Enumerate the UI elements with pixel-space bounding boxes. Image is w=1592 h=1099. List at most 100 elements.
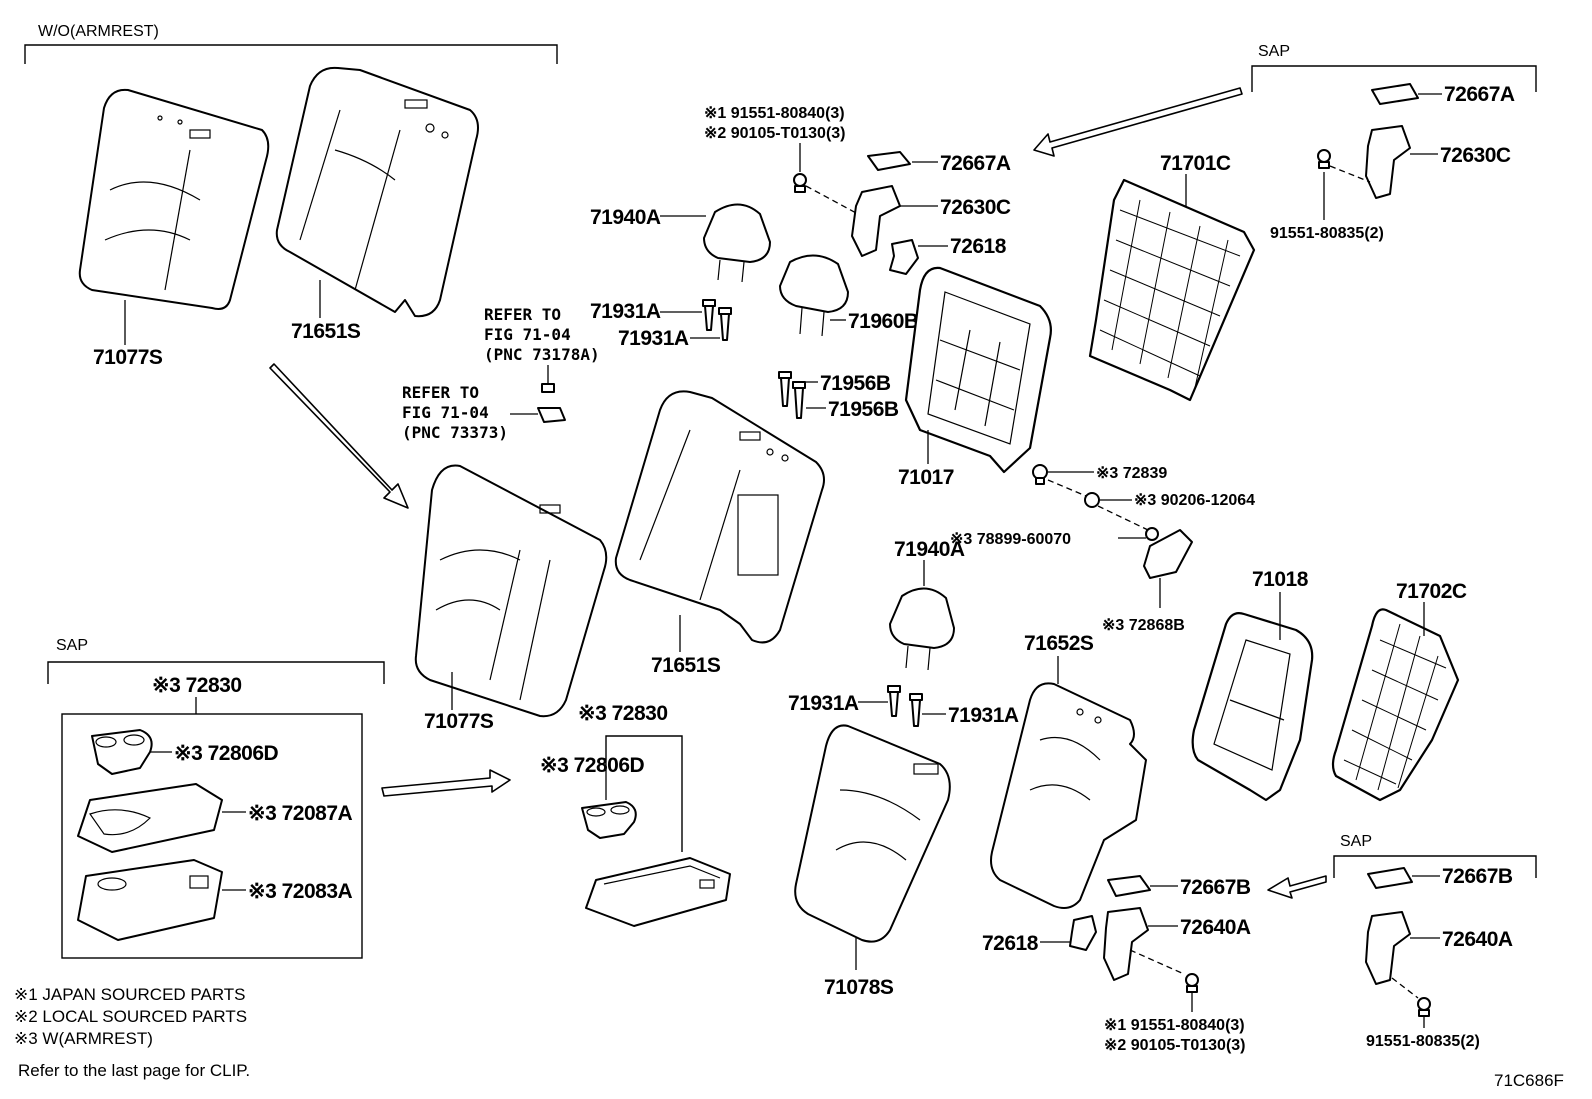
bolt-note-top-1[interactable]: ※1 91551-80840(3) — [704, 105, 845, 122]
label-71651s-a[interactable]: 71651S — [291, 320, 361, 343]
headrest-guide-71931a-3[interactable] — [887, 685, 901, 717]
lock-72630c-a[interactable] — [851, 185, 901, 257]
label-71931a-4[interactable]: 71931A — [948, 704, 1019, 727]
label-72667b-a[interactable]: 72667B — [1180, 876, 1251, 899]
label-72083a[interactable]: ※3 72083A — [248, 880, 353, 903]
ref1-line3[interactable]: (PNC 73178A) — [484, 345, 600, 364]
clip-note[interactable]: Refer to the last page for CLIP. — [18, 1061, 250, 1080]
ref1-line1[interactable]: REFER TO — [484, 305, 561, 324]
headrest-guide-71931a-1[interactable] — [702, 299, 716, 331]
label-72667b-b[interactable]: 72667B — [1442, 865, 1513, 888]
armrest-lid-72087a[interactable] — [77, 783, 223, 853]
cover-72667a-b[interactable] — [1371, 83, 1419, 105]
label-72830-a[interactable]: ※3 72830 — [152, 674, 242, 697]
label-71956b-1[interactable]: 71956B — [820, 372, 891, 395]
dash-bolt-bottom — [1129, 949, 1185, 975]
headrest-71960b[interactable] — [779, 254, 849, 337]
bolt-note-top-2[interactable]: ※2 90105-T0130(3) — [704, 125, 846, 142]
label-71077s-b[interactable]: 71077S — [424, 710, 494, 733]
legend-line2: ※2 LOCAL SOURCED PARTS — [14, 1007, 247, 1026]
bolt-sap-top-icon — [1317, 149, 1331, 169]
nut-90206-icon[interactable] — [1084, 492, 1100, 508]
armrest-assy-72830[interactable] — [585, 857, 731, 927]
label-71701c[interactable]: 71701C — [1160, 152, 1231, 175]
label-72640a-b[interactable]: 72640A — [1442, 928, 1513, 951]
label-72618-b[interactable]: 72618 — [982, 932, 1039, 955]
board-71702c[interactable] — [1331, 608, 1460, 802]
label-72640a-a[interactable]: 72640A — [1180, 916, 1251, 939]
armrest-assy-box — [61, 713, 363, 959]
ref2-line2[interactable]: FIG 71-04 — [402, 403, 489, 422]
ref2-line3[interactable]: (PNC 73373) — [402, 423, 508, 442]
headrest-guide-71956b-1[interactable] — [778, 371, 792, 407]
dash-bolt-sap-top — [1329, 165, 1371, 183]
label-71940a-b[interactable]: 71940A — [894, 538, 965, 561]
label-72630c-a[interactable]: 72630C — [940, 196, 1011, 219]
wo-armrest-bracket — [24, 44, 558, 64]
bolt-78899-icon[interactable] — [1145, 527, 1159, 541]
cover-72667b-b[interactable] — [1367, 867, 1413, 889]
cupholder-72806d-a[interactable] — [91, 729, 153, 775]
lock-72640a-a[interactable] — [1103, 907, 1149, 981]
board-71701c[interactable] — [1088, 178, 1256, 402]
label-72667a-a[interactable]: 72667A — [940, 152, 1011, 175]
label-71931a-1[interactable]: 71931A — [590, 300, 661, 323]
label-72839[interactable]: ※3 72839 — [1096, 465, 1167, 482]
seatback-pad-71651s-b[interactable] — [614, 390, 825, 644]
ref2-line1[interactable]: REFER TO — [402, 383, 479, 402]
label-71652s[interactable]: 71652S — [1024, 632, 1094, 655]
arrow-to-armrest — [381, 769, 511, 797]
bolt-note-sap-bottom[interactable]: 91551-80835(2) — [1366, 1033, 1480, 1050]
seatback-cover-71078s[interactable] — [794, 724, 951, 943]
label-71077s-a[interactable]: 71077S — [93, 346, 163, 369]
seatback-cover-71077s-b[interactable] — [414, 464, 608, 718]
seatback-pad-71651s-a[interactable] — [275, 66, 479, 318]
label-72667a-b[interactable]: 72667A — [1444, 83, 1515, 106]
headrest-71940a-a[interactable] — [703, 203, 771, 283]
label-71960b[interactable]: 71960B — [848, 310, 919, 333]
label-71702c[interactable]: 71702C — [1396, 580, 1467, 603]
seatback-frame-71018[interactable] — [1191, 612, 1314, 802]
label-71017[interactable]: 71017 — [898, 466, 954, 489]
headrest-71940a-b[interactable] — [889, 587, 955, 671]
label-71940a-a[interactable]: 71940A — [590, 206, 661, 229]
armrest-base-72083a[interactable] — [77, 859, 223, 941]
label-71956b-2[interactable]: 71956B — [828, 398, 899, 421]
label-71078s[interactable]: 71078S — [824, 976, 894, 999]
cover-72667a-a[interactable] — [867, 151, 911, 171]
label-71651s-b[interactable]: 71651S — [651, 654, 721, 677]
bolt-note-bottom-2[interactable]: ※2 90105-T0130(3) — [1104, 1037, 1246, 1054]
lock-72630c-b[interactable] — [1365, 125, 1411, 199]
ref1-line2[interactable]: FIG 71-04 — [484, 325, 571, 344]
headrest-guide-71931a-4[interactable] — [909, 693, 923, 727]
label-72618-a[interactable]: 72618 — [950, 235, 1007, 258]
seatback-pad-71652s[interactable] — [990, 682, 1147, 909]
sap-top-right-label: SAP — [1258, 43, 1290, 60]
cover-72618-a[interactable] — [889, 239, 919, 275]
label-72868b[interactable]: ※3 72868B — [1102, 617, 1185, 634]
seatback-frame-71017[interactable] — [904, 266, 1052, 474]
lock-72640a-b[interactable] — [1365, 911, 1411, 985]
cover-72618-b[interactable] — [1069, 915, 1097, 951]
cupholder-72806d-b[interactable] — [581, 801, 637, 839]
bolt-note-sap-top[interactable]: 91551-80835(2) — [1270, 225, 1384, 242]
clip-73178a-icon — [541, 383, 555, 393]
seatback-cover-71077s-a[interactable] — [78, 88, 270, 310]
headrest-guide-71956b-2[interactable] — [792, 381, 806, 419]
bolt-note-bottom-1[interactable]: ※1 91551-80840(3) — [1104, 1017, 1245, 1034]
headrest-guide-71931a-2[interactable] — [718, 307, 732, 341]
label-90206[interactable]: ※3 90206-12064 — [1134, 492, 1255, 509]
cover-72667b-a[interactable] — [1107, 875, 1151, 897]
label-72806d-a[interactable]: ※3 72806D — [174, 742, 279, 765]
label-72630c-b[interactable]: 72630C — [1440, 144, 1511, 167]
label-72087a[interactable]: ※3 72087A — [248, 802, 353, 825]
label-71018[interactable]: 71018 — [1252, 568, 1309, 591]
label-71931a-2[interactable]: 71931A — [618, 327, 689, 350]
arrow-from-sap-bottom — [1267, 875, 1327, 899]
bolt-72839-icon[interactable] — [1032, 464, 1048, 485]
label-78899[interactable]: ※3 78899-60070 — [950, 531, 1071, 548]
label-72830-b[interactable]: ※3 72830 — [578, 702, 668, 725]
bracket-72868b[interactable] — [1143, 529, 1193, 579]
label-72806d-b[interactable]: ※3 72806D — [540, 754, 645, 777]
label-71931a-3[interactable]: 71931A — [788, 692, 859, 715]
